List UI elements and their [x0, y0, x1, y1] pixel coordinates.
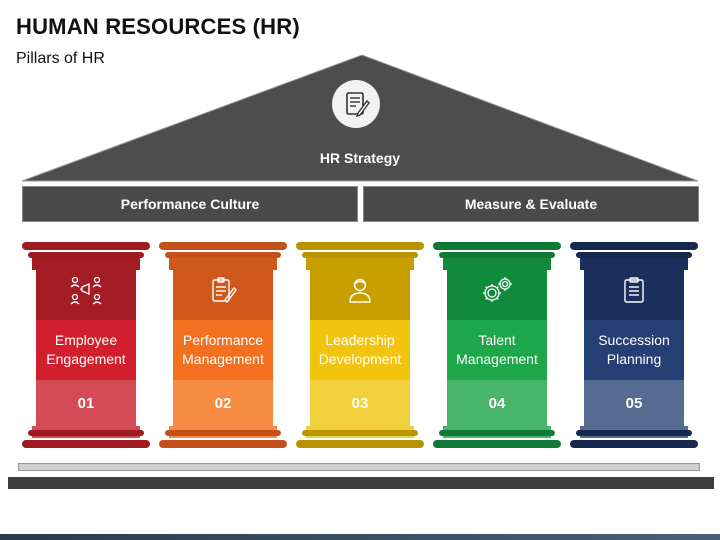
pillar-icon-panel — [310, 264, 410, 320]
pillar-label: Talent Management — [447, 320, 547, 380]
pillar-icon-panel — [447, 264, 547, 320]
document-pen-icon — [332, 80, 380, 128]
pillar-number: 02 — [173, 380, 273, 426]
page-subtitle: Pillars of HR — [16, 50, 105, 67]
pillar-base — [433, 440, 561, 448]
pillar-number: 04 — [447, 380, 547, 426]
pillar-base — [570, 440, 698, 448]
pillar-base — [296, 440, 424, 448]
pillar-capital — [22, 242, 150, 250]
pillar-number: 01 — [36, 380, 136, 426]
pillar-label: Leadership Development — [310, 320, 410, 380]
beam-performance-culture: Performance Culture — [22, 186, 358, 222]
pillar-capital-ring — [165, 252, 281, 258]
pillar-icon-panel — [584, 264, 684, 320]
footer-bar — [0, 534, 720, 540]
pillar-capital — [570, 242, 698, 250]
pillar-capital-ring — [576, 252, 692, 258]
pillar-number: 03 — [310, 380, 410, 426]
page-title: HUMAN RESOURCES (HR) — [16, 14, 300, 39]
pillar-number: 05 — [584, 380, 684, 426]
pillar-base-ring — [28, 430, 144, 436]
pillar-base — [159, 440, 287, 448]
pillar-capital — [433, 242, 561, 250]
pillar-capital — [159, 242, 287, 250]
pillar-base-ring — [302, 430, 418, 436]
pillar-capital — [296, 242, 424, 250]
floor-slab — [8, 477, 714, 489]
base-plinth — [18, 463, 700, 471]
pillar-base-ring — [165, 430, 281, 436]
pillar-label: Succession Planning — [584, 320, 684, 380]
pillar-base-ring — [439, 430, 555, 436]
pillar-capital-ring — [439, 252, 555, 258]
pillar-label: Performance Management — [173, 320, 273, 380]
pillar-capital-ring — [302, 252, 418, 258]
pillar-base-ring — [576, 430, 692, 436]
checklist-icon — [619, 275, 649, 310]
pillar-capital-ring — [28, 252, 144, 258]
leader-person-icon — [345, 275, 375, 310]
gears-icon — [480, 275, 514, 310]
pillar-icon-panel — [36, 264, 136, 320]
pillar-base — [22, 440, 150, 448]
pillar-icon-panel — [173, 264, 273, 320]
beam-measure-evaluate: Measure & Evaluate — [363, 186, 699, 222]
team-megaphone-icon — [69, 275, 103, 310]
clipboard-pen-icon — [208, 275, 238, 310]
roof-label: HR Strategy — [319, 150, 401, 166]
pillar-label: Employee Engagement — [36, 320, 136, 380]
